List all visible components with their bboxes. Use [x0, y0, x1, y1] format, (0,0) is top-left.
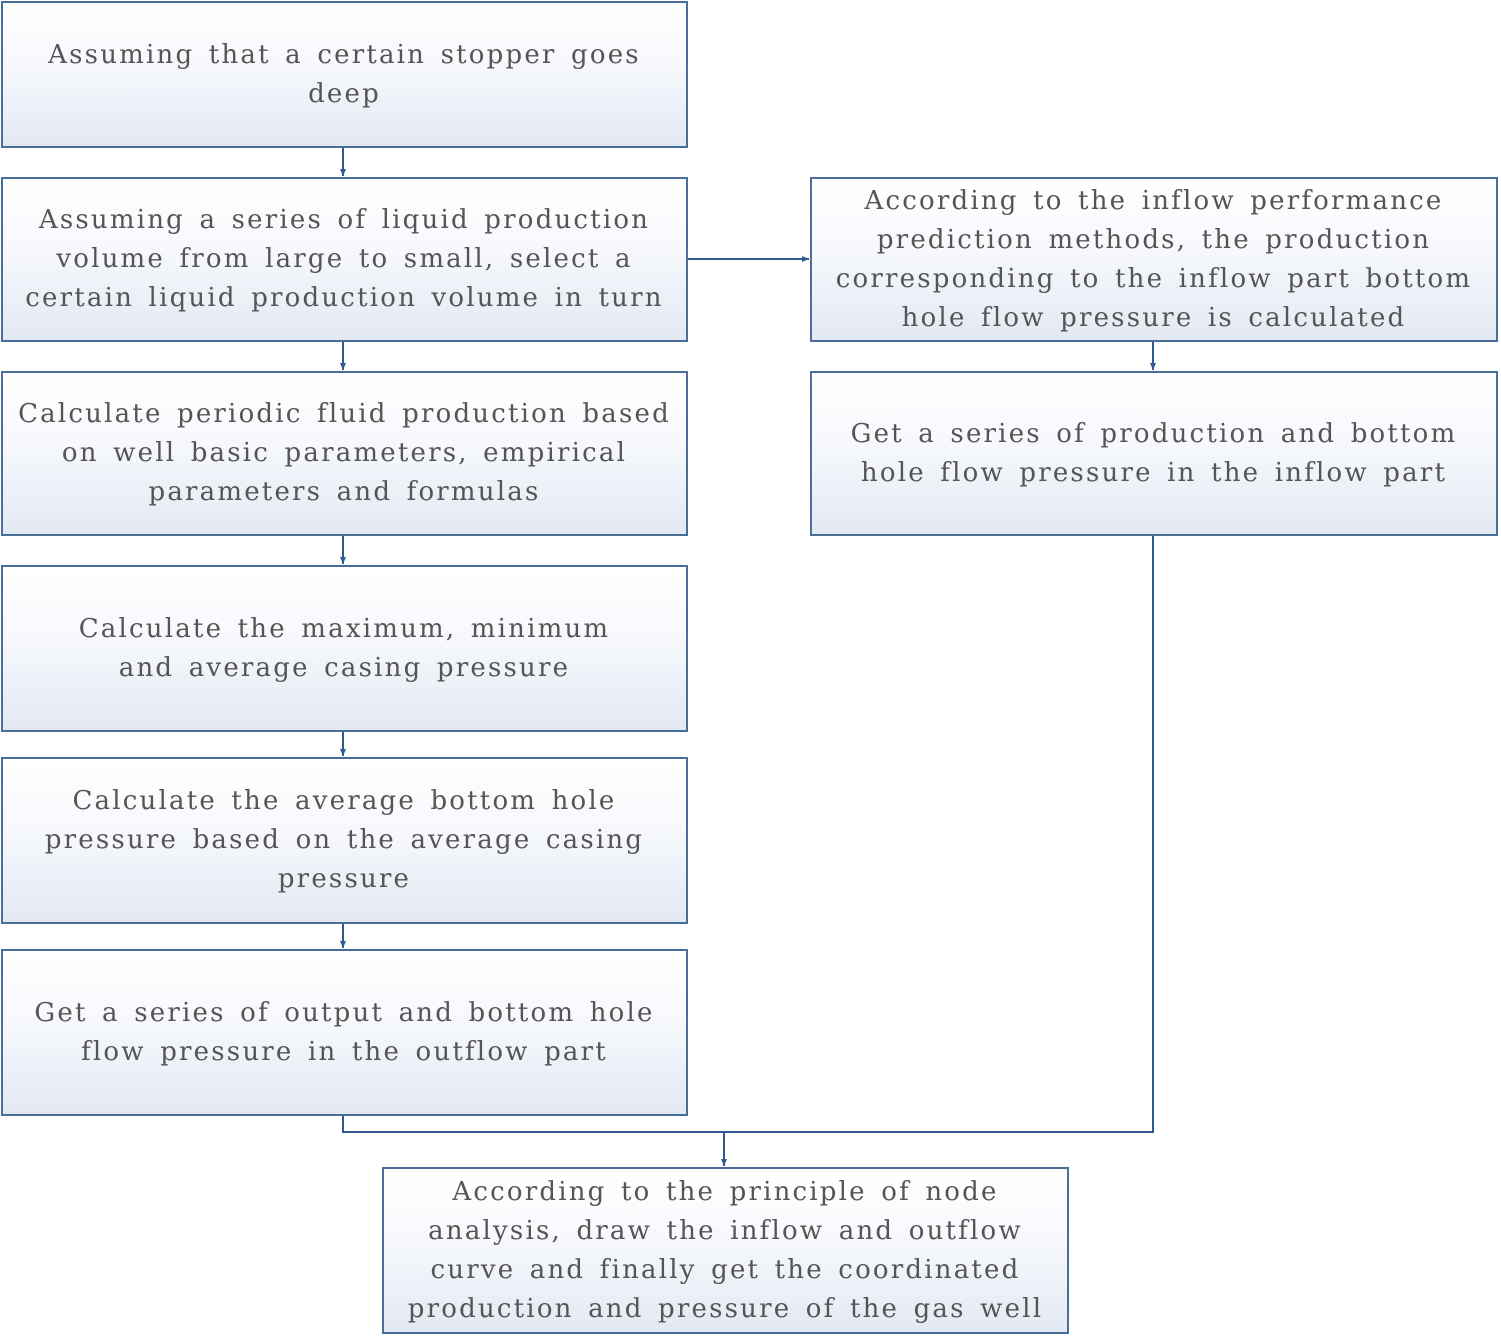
step-outflow-series-text: Get a series of output and bottom hole f…: [34, 997, 655, 1067]
step-outflow-series: Get a series of output and bottom hole f…: [1, 949, 688, 1116]
connector-n6-merge: [342, 1116, 724, 1133]
step-calc-bottom-hole-pressure: Calculate the average bottom hole pressu…: [1, 757, 688, 924]
step-calc-periodic-fluid: Calculate periodic fluid production base…: [1, 371, 688, 536]
connector-r2-merge: [724, 536, 1154, 1133]
step-node-analysis-final: According to the principle of node analy…: [382, 1167, 1069, 1334]
step-assume-liquid-volume-text: Assuming a series of liquid production v…: [25, 205, 664, 313]
step-inflow-prediction-text: According to the inflow performance pred…: [835, 185, 1473, 333]
step-assume-liquid-volume: Assuming a series of liquid production v…: [1, 177, 688, 342]
step-inflow-prediction: According to the inflow performance pred…: [810, 177, 1498, 342]
step-assume-stopper-depth-text: Assuming that a certain stopper goes dee…: [48, 39, 641, 109]
step-node-analysis-final-text: According to the principle of node analy…: [407, 1176, 1044, 1324]
step-inflow-series-text: Get a series of production and bottom ho…: [850, 418, 1458, 488]
step-assume-stopper-depth: Assuming that a certain stopper goes dee…: [1, 1, 688, 148]
step-inflow-series: Get a series of production and bottom ho…: [810, 371, 1498, 536]
step-calc-casing-pressure-text: Calculate the maximum, minimum and avera…: [78, 613, 611, 683]
step-calc-periodic-fluid-text: Calculate periodic fluid production base…: [18, 399, 671, 507]
step-calc-casing-pressure: Calculate the maximum, minimum and avera…: [1, 565, 688, 732]
step-calc-bottom-hole-pressure-text: Calculate the average bottom hole pressu…: [44, 786, 645, 894]
